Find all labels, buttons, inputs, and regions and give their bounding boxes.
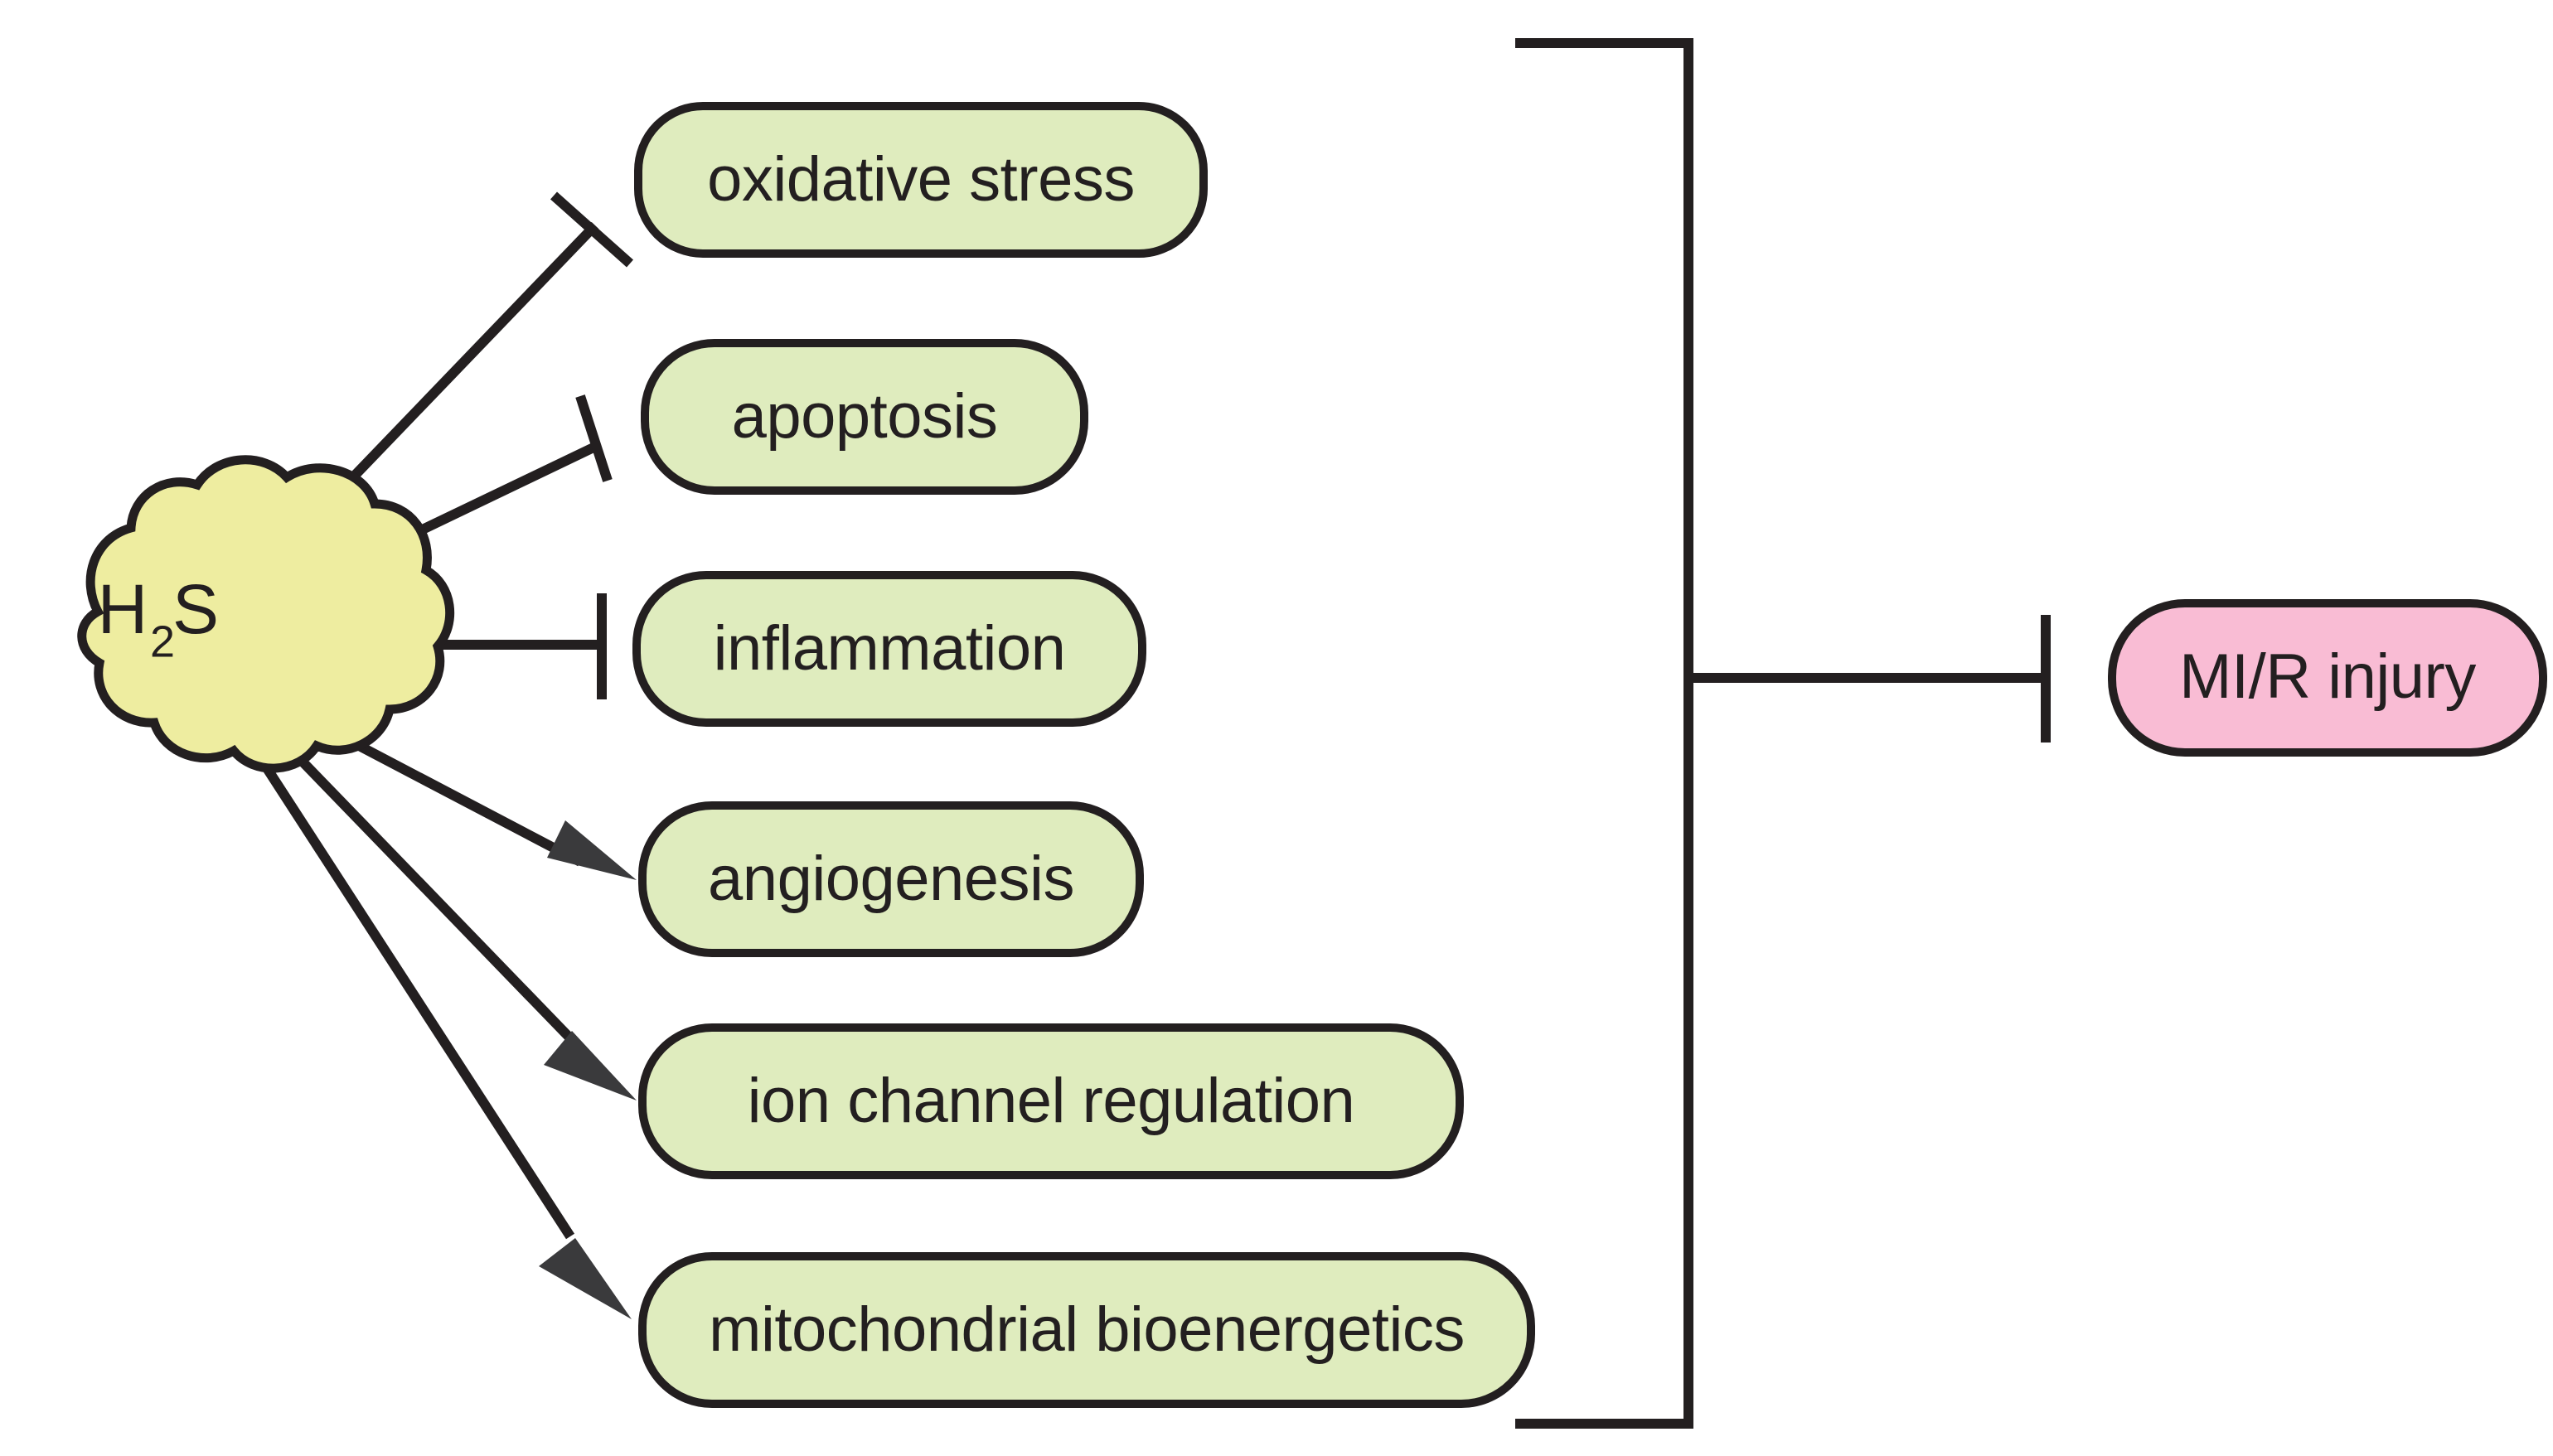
inhibition-bar-apoptosis: [575, 394, 613, 482]
effect-node-oxidative-stress-shape: [634, 102, 1208, 258]
edge-h2s-to-mitochondrial-bioenergetics: [242, 734, 632, 1319]
effect-node-angiogenesis[interactable]: angiogenesis: [638, 801, 1144, 957]
effect-node-angiogenesis-shape: [638, 801, 1144, 957]
edge-line-mitochondrial-bioenergetics: [242, 734, 575, 1240]
effect-node-ion-channel-regulation[interactable]: ion channel regulation: [638, 1023, 1464, 1179]
effect-node-oxidative-stress[interactable]: oxidative stress: [634, 102, 1208, 258]
effect-node-ion-channel-regulation-shape: [638, 1023, 1464, 1179]
effect-node-inflammation-label: inflammation: [714, 613, 1066, 684]
effects-group-bracket: [1515, 38, 1693, 1429]
arrowhead-mitochondrial-bioenergetics: [539, 1238, 632, 1319]
outcome-node-mi-r-injury-label: MI/R injury: [2179, 641, 2476, 712]
h2s-label-subscript: 2: [150, 617, 175, 666]
cloud-shape: [77, 455, 455, 773]
outcome-node-mi-r-injury[interactable]: MI/R injury: [2108, 599, 2547, 757]
effect-node-mitochondrial-bioenergetics-label: mitochondrial bioenergetics: [709, 1294, 1465, 1365]
effect-node-oxidative-stress-label: oxidative stress: [707, 144, 1135, 215]
h2s-label-s: S: [172, 570, 219, 648]
effect-node-apoptosis[interactable]: apoptosis: [641, 339, 1088, 495]
arrowhead-angiogenesis: [547, 820, 637, 880]
effect-node-inflammation-shape: [632, 571, 1146, 727]
outcome-node-mi-r-injury-shape: [2108, 599, 2547, 757]
h2s-source-node[interactable]: H 2 S: [77, 455, 455, 773]
effect-node-mitochondrial-bioenergetics-shape: [638, 1252, 1535, 1408]
arrowhead-ion-channel-regulation: [544, 1031, 637, 1100]
inhibition-bar-oxidative-stress: [550, 191, 633, 268]
effect-node-apoptosis-shape: [641, 339, 1088, 495]
effect-node-mitochondrial-bioenergetics[interactable]: mitochondrial bioenergetics: [638, 1252, 1535, 1408]
effect-node-angiogenesis-label: angiogenesis: [708, 844, 1074, 914]
effect-node-inflammation[interactable]: inflammation: [632, 571, 1146, 727]
edge-group-to-mi-r-injury: [1688, 615, 2051, 743]
h2s-label-h: H: [98, 570, 148, 648]
effect-node-ion-channel-regulation-label: ion channel regulation: [748, 1066, 1355, 1136]
effect-node-apoptosis-label: apoptosis: [732, 381, 998, 452]
